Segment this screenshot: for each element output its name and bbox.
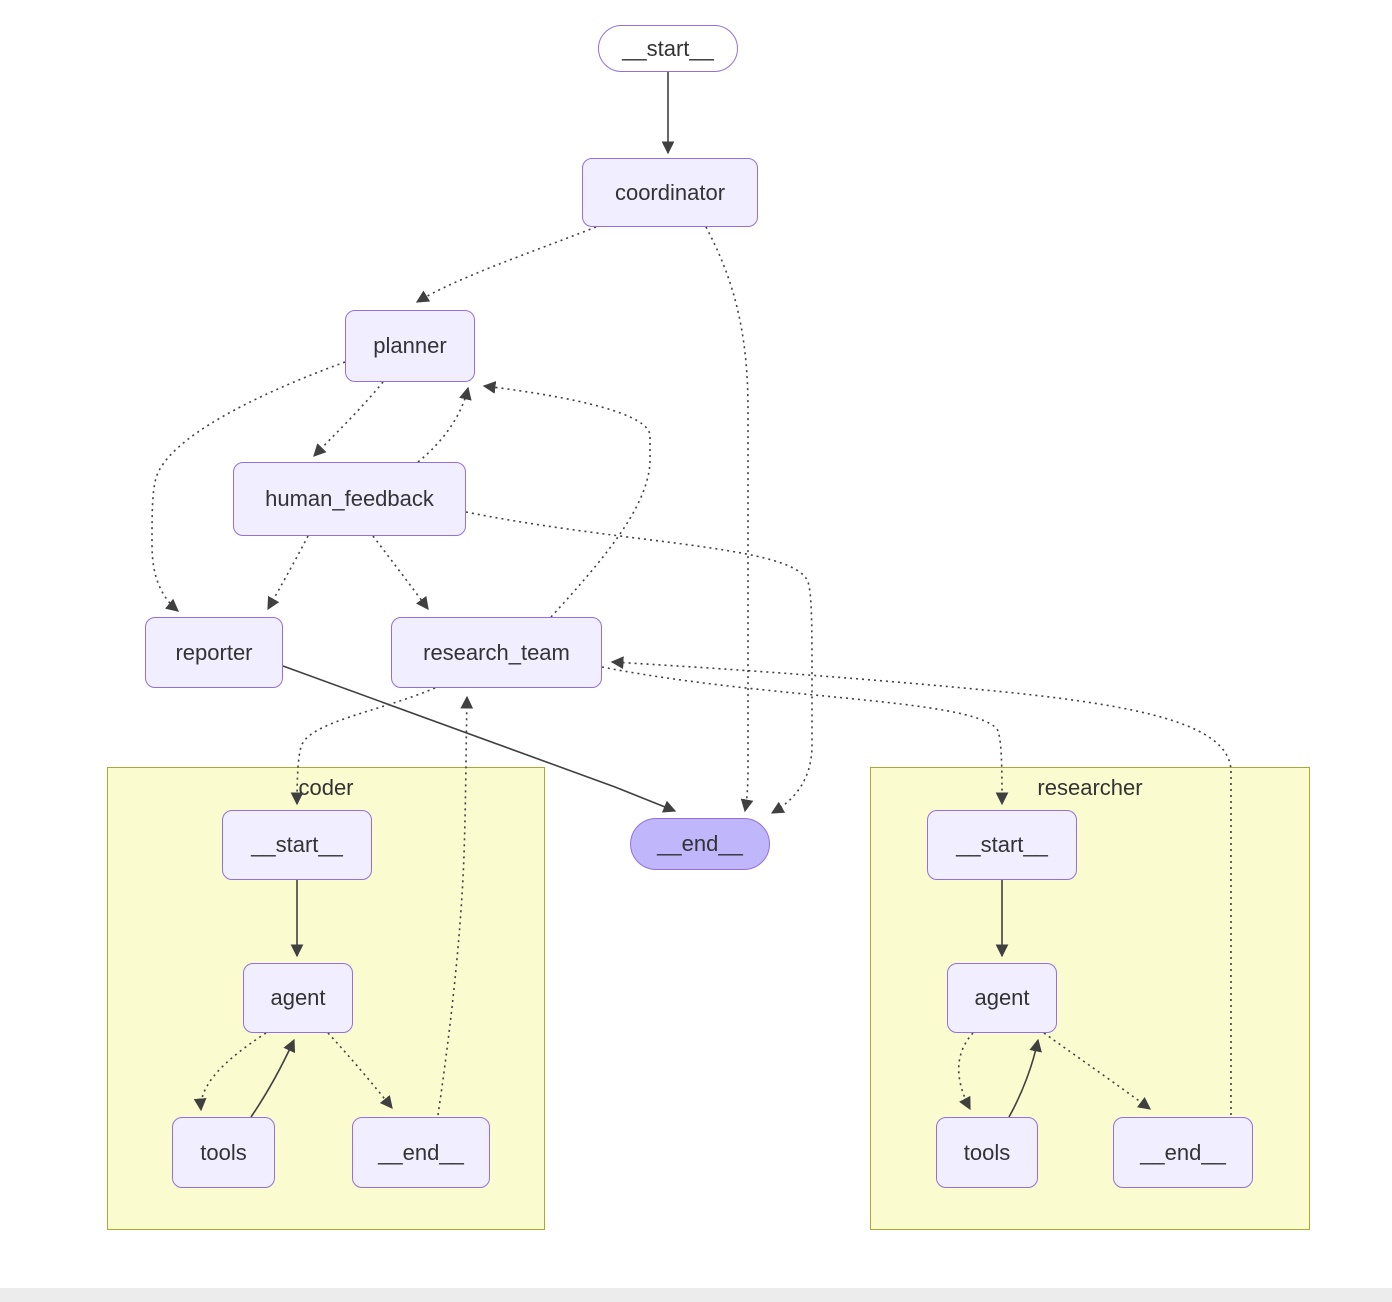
- edge-planner-humanfeedback: [313, 381, 384, 457]
- node-coordinator: coordinator: [582, 158, 758, 227]
- node-coder-tools: tools: [172, 1117, 275, 1188]
- node-coordinator-label: coordinator: [614, 179, 726, 205]
- node-human-feedback-label: human_feedback: [265, 486, 434, 511]
- node-reporter: reporter: [145, 617, 283, 688]
- node-researcher-tools-label: tools: [963, 1139, 1011, 1165]
- node-coder-tools-label: tools: [200, 1139, 247, 1165]
- node-researcher-tools: tools: [936, 1117, 1038, 1188]
- node-coder-agent: agent: [243, 963, 353, 1033]
- edge-coordinator-planner: [415, 226, 597, 303]
- node-researcher-end: __end__: [1113, 1117, 1253, 1188]
- node-planner-label: planner: [373, 333, 447, 358]
- node-start-label: __start__: [622, 35, 714, 61]
- node-start: __start__: [598, 25, 738, 72]
- node-researcher-agent-label: agent: [974, 985, 1030, 1010]
- node-human-feedback: human_feedback: [233, 462, 466, 536]
- edge-humanfeedback-planner: [417, 386, 472, 463]
- edge-researchteam-planner: [482, 381, 651, 618]
- node-end: __end__: [630, 818, 770, 870]
- node-coder-agent-label: agent: [270, 985, 326, 1010]
- node-planner: planner: [345, 310, 475, 382]
- node-researcher-agent: agent: [947, 963, 1057, 1033]
- node-coder-start: __start__: [222, 810, 372, 880]
- horizontal-scrollbar-track[interactable]: [0, 1288, 1392, 1302]
- edge-humanfeedback-researchteam: [372, 535, 429, 611]
- edge-coordinator-end: [705, 226, 754, 813]
- node-researcher-start-label: __start__: [956, 832, 1048, 857]
- node-coder-start-label: __start__: [251, 832, 343, 857]
- node-reporter-label: reporter: [175, 639, 253, 665]
- cluster-researcher-label: researcher: [1037, 775, 1143, 800]
- node-research-team-label: research_team: [423, 639, 570, 665]
- node-researcher-end-label: __end__: [1140, 1139, 1226, 1165]
- node-end-label: __end__: [657, 831, 743, 856]
- node-coder-end-label: __end__: [378, 1139, 464, 1165]
- node-coder-end: __end__: [352, 1117, 490, 1188]
- cluster-coder-label: coder: [298, 775, 354, 800]
- edge-humanfeedback-reporter: [267, 535, 309, 611]
- node-research-team: research_team: [391, 617, 602, 688]
- node-researcher-start: __start__: [927, 810, 1077, 880]
